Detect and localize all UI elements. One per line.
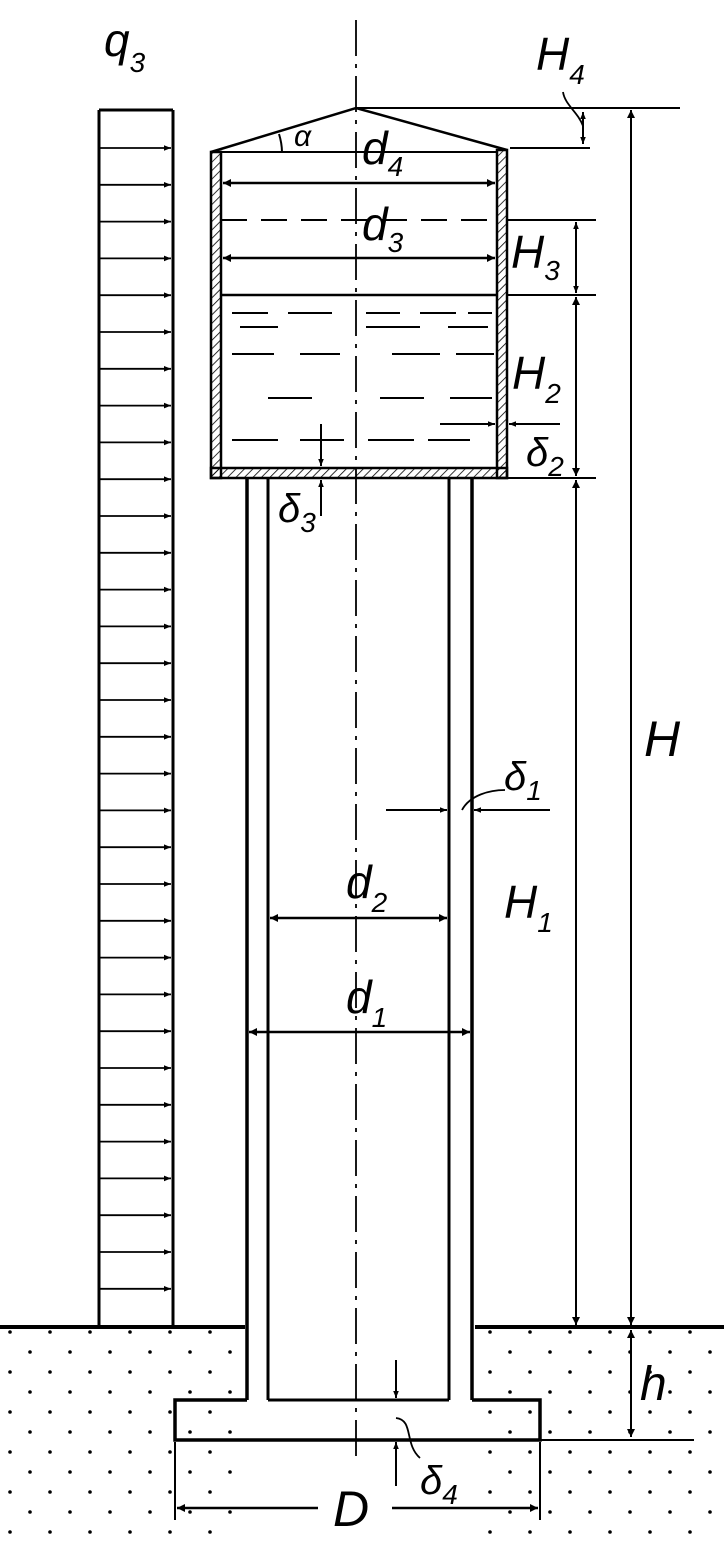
label-H1: H1 [504,876,553,938]
dim-H2 [507,297,596,479]
soil-region [0,1330,724,1542]
label-d2: d2 [346,856,388,918]
label-H2: H2 [512,347,561,409]
water-fill [232,312,494,441]
label-h: h [640,1358,667,1411]
tank [209,106,509,480]
dim-H3 [507,219,596,296]
dim-D [174,1442,541,1520]
label-delta1: δ1 [504,755,542,806]
tank-roof [210,106,508,154]
wind-arrows [99,145,171,1292]
wind-load [97,108,175,1327]
label-H3: H3 [511,226,560,286]
label-D: D [333,1481,369,1537]
label-delta2: δ2 [526,431,564,482]
tank-left-wall [209,150,223,480]
label-d4: d4 [362,122,403,182]
label-q3: q3 [104,14,146,78]
label-delta3: δ3 [278,487,316,538]
dim-H4 [356,91,680,149]
label-d1: d1 [346,971,387,1033]
tank-bottom [209,466,509,480]
angle-alpha [221,133,320,153]
dim-delta4 [393,1360,421,1486]
tank-right-wall [495,148,509,480]
dim-h [540,1330,694,1441]
shaft [245,478,474,1402]
label-delta4: δ4 [420,1459,458,1510]
label-d3: d3 [362,198,404,258]
dim-delta1 [386,789,550,813]
label-H4: H4 [536,28,585,90]
label-H: H [644,711,681,767]
label-alpha: α [294,120,312,153]
foundation [173,1398,542,1442]
